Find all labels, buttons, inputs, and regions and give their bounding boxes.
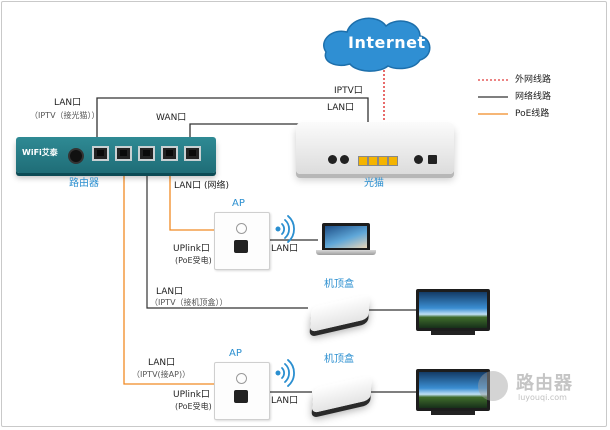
power-port <box>68 148 84 164</box>
legend-external: 外网线路 <box>515 75 552 85</box>
wifi-icon <box>275 215 295 243</box>
ap2-device <box>214 362 270 420</box>
modem-port <box>414 155 423 164</box>
ap2-uplink-sublabel: (PoE受电) <box>175 402 212 411</box>
ap2-lan-out-label: LAN口 <box>271 396 299 406</box>
router-port <box>184 146 201 161</box>
modem-port <box>388 156 398 166</box>
legend-swatches <box>478 79 508 115</box>
ap1-device <box>214 212 270 270</box>
ap1-uplink-lan-label: LAN口 (网络) <box>174 181 229 191</box>
wifi-icon <box>275 359 295 387</box>
ap1-uplink-sublabel: (PoE受电) <box>175 256 212 265</box>
ap2-lan-label: LAN口 <box>148 358 176 368</box>
ap2-title: AP <box>229 348 242 359</box>
modem-iptv-label: IPTV口 <box>334 86 363 96</box>
router-brand: WiFi艾泰 <box>22 148 58 157</box>
poe-line-ap1 <box>169 163 214 231</box>
modem-lan-label: LAN口 <box>327 103 355 113</box>
watermark-logo-icon <box>478 371 508 401</box>
router-port <box>115 146 132 161</box>
tv-stand <box>431 331 475 335</box>
ap1-title: AP <box>232 198 245 209</box>
ap1-uplink-label: UPlink口 <box>173 244 210 254</box>
stb1-name: 机顶盒 <box>324 279 354 290</box>
router-name: 路由器 <box>69 178 99 189</box>
ethernet-port <box>234 390 248 403</box>
tv-stand <box>431 411 475 415</box>
led-icon <box>236 373 247 384</box>
router-port <box>138 146 155 161</box>
tv-icon <box>416 369 490 411</box>
led-icon <box>236 223 247 234</box>
laptop-base <box>316 250 376 255</box>
router-port <box>161 146 178 161</box>
legend-network: 网络线路 <box>515 92 552 102</box>
ap2-lan-sublabel: （IPTV(接AP)） <box>132 370 191 379</box>
stb1-lan-sublabel: （IPTV（接机顶盒）） <box>150 298 228 307</box>
ap2-uplink-label: UPlink口 <box>173 390 210 400</box>
modem-port <box>428 155 437 164</box>
modem-port <box>358 156 368 166</box>
watermark-title: 路由器 <box>516 373 573 394</box>
router-device: WiFi艾泰 <box>16 137 216 173</box>
modem-device <box>296 122 454 174</box>
watermark: 路由器 luyouqi.com <box>478 369 598 409</box>
router-wan-label: WAN口 <box>156 113 187 123</box>
ethernet-port <box>234 240 248 253</box>
modem-port <box>378 156 388 166</box>
watermark-url: luyouqi.com <box>518 393 567 402</box>
modem-port <box>368 156 378 166</box>
stb2-name: 机顶盒 <box>324 354 354 365</box>
router-to-stb1-line <box>146 163 308 309</box>
router-lan-sublabel: （IPTV（接光猫）） <box>30 111 100 120</box>
ap1-lan-label: LAN口 <box>271 244 299 254</box>
internet-label: Internet <box>348 33 426 52</box>
legend-poe: PoE线路 <box>515 109 550 119</box>
modem-name: 光猫 <box>364 178 384 189</box>
stb1-lan-label: LAN口 <box>156 287 184 297</box>
poe-line-ap2 <box>123 163 214 385</box>
laptop-icon <box>322 223 370 250</box>
modem-port <box>340 155 349 164</box>
internet-cloud <box>323 17 431 72</box>
tv-icon <box>416 289 490 331</box>
modem-port <box>328 155 337 164</box>
router-lan-label: LAN口 <box>54 98 82 108</box>
router-port <box>92 146 109 161</box>
